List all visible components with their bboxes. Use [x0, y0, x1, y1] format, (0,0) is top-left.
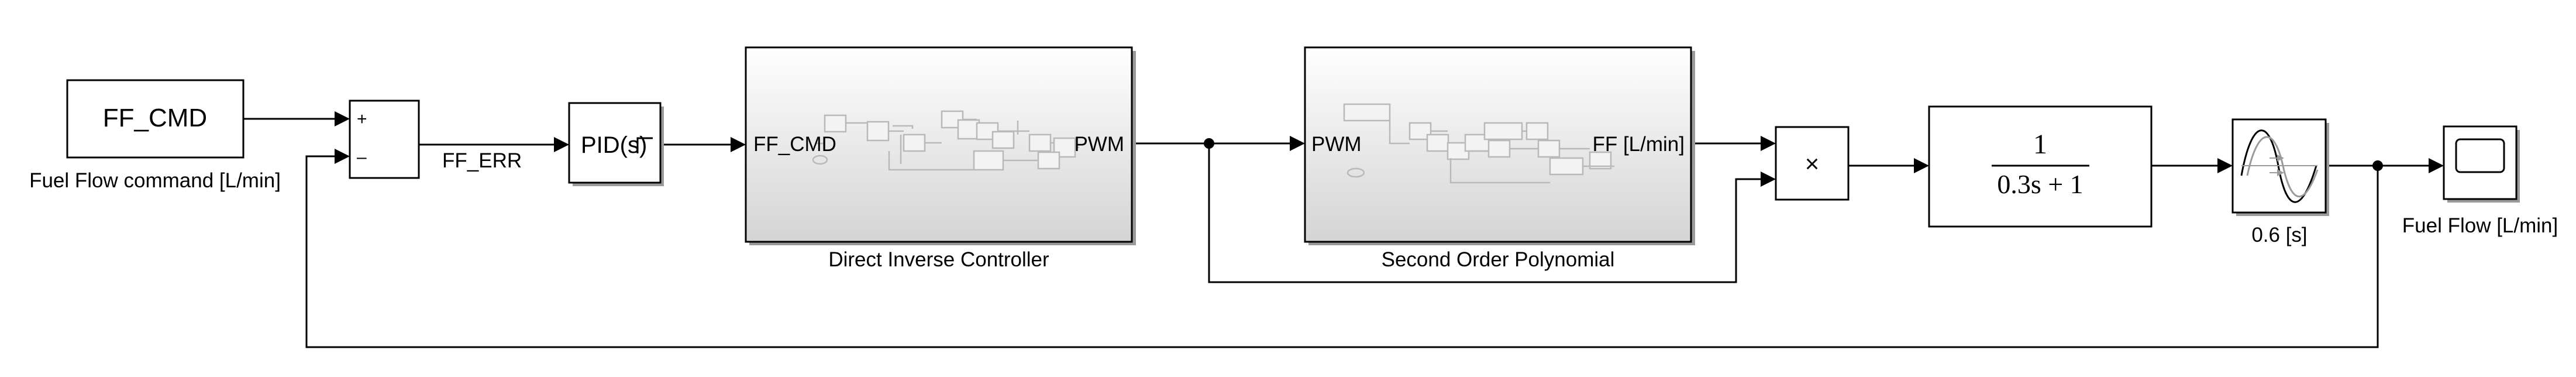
polynomial-output-port: FF [L/min] [1592, 133, 1685, 156]
scope-block[interactable] [2443, 125, 2520, 203]
tf-denominator: 0.3s + 1 [1997, 169, 2083, 199]
transport-delay-wave-icon [2240, 129, 2319, 203]
scope-screen-icon [2455, 138, 2505, 173]
signal-lines [243, 111, 2444, 348]
ff-cmd-label: FF_CMD [103, 104, 207, 132]
polynomial-internal-diagram [1343, 103, 1614, 184]
ff-cmd-caption: Fuel Flow command [L/min] [29, 169, 281, 192]
second-order-polynomial-subsystem[interactable]: PWM FF [L/min] [1304, 46, 1695, 245]
sum-plus-sign: + [357, 109, 367, 129]
pid-label: PID(s) [581, 132, 647, 158]
ff-err-signal-label: FF_ERR [442, 149, 522, 172]
arrowhead [335, 149, 350, 164]
sum-minus-sign: – [357, 148, 367, 167]
scope-caption: Fuel Flow [L/min] [2402, 214, 2558, 237]
arrowhead [1761, 136, 1776, 151]
arrowhead [1290, 136, 1305, 151]
polynomial-caption: Second Order Polynomial [1382, 248, 1615, 271]
transport-delay-block[interactable] [2231, 118, 2329, 216]
delay-caption: 0.6 [s] [2251, 224, 2307, 246]
arrowhead [2429, 158, 2444, 173]
arrowhead [731, 137, 746, 152]
ff-cmd-block[interactable]: FF_CMD [66, 79, 244, 159]
controller-caption: Direct Inverse Controller [828, 248, 1049, 271]
tf-numerator: 1 [2033, 129, 2047, 160]
product-symbol: × [1805, 150, 1820, 177]
arrowhead [2217, 158, 2233, 173]
controller-input-port: FF_CMD [753, 133, 836, 156]
arrowhead [1761, 172, 1776, 187]
polynomial-input-port: PWM [1311, 133, 1362, 156]
arrowhead [1914, 158, 1929, 173]
product-block[interactable]: × [1775, 126, 1850, 201]
controller-output-port: PWM [1074, 133, 1124, 156]
sum-block[interactable]: + – [349, 100, 420, 179]
controller-internal-diagram [812, 110, 1079, 171]
wire-feedback[interactable] [305, 155, 2379, 348]
wire-pwm-branch-to-product[interactable] [1208, 143, 1761, 283]
transfer-function-block[interactable]: 1 0.3s + 1 [1928, 105, 2153, 228]
arrowhead [335, 111, 350, 126]
arrowhead [554, 137, 569, 152]
direct-inverse-controller-subsystem[interactable]: FF_CMD PWM [745, 46, 1136, 245]
branch-point [1204, 138, 1214, 149]
pid-block[interactable]: PID(s) [568, 102, 664, 186]
pid-step-icon [636, 137, 653, 153]
